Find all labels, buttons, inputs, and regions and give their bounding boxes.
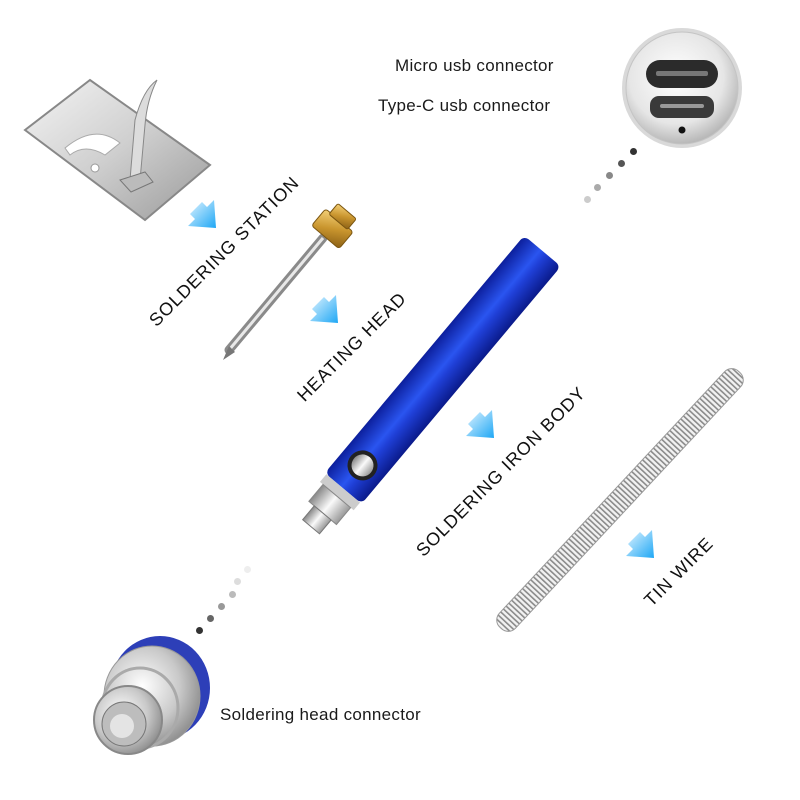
head-connector-image <box>78 630 218 770</box>
power-button[interactable] <box>341 444 383 486</box>
usb-port-icon <box>622 28 742 148</box>
micro-usb-label: Micro usb connector <box>395 56 554 75</box>
coil-icon <box>496 368 744 632</box>
arrow-down-right-icon <box>188 200 216 228</box>
arrow-down-right-icon <box>466 410 494 438</box>
tin-wire-image <box>490 360 750 640</box>
threaded-connector-icon <box>93 636 210 755</box>
soldering-iron-body-image <box>250 190 610 580</box>
arrow-down-right-icon <box>310 295 338 323</box>
heating-head-image <box>215 200 375 365</box>
soldering-tip-icon <box>223 203 357 360</box>
stand-plate-icon <box>23 78 212 222</box>
type-c-usb-label: Type-C usb connector <box>378 96 551 115</box>
soldering-station-image <box>20 70 220 230</box>
soldering-head-connector-label: Soldering head connector <box>220 705 421 724</box>
arrow-down-right-icon <box>626 530 654 558</box>
iron-body-icon <box>301 237 559 535</box>
usb-connector-closeup <box>620 26 744 150</box>
